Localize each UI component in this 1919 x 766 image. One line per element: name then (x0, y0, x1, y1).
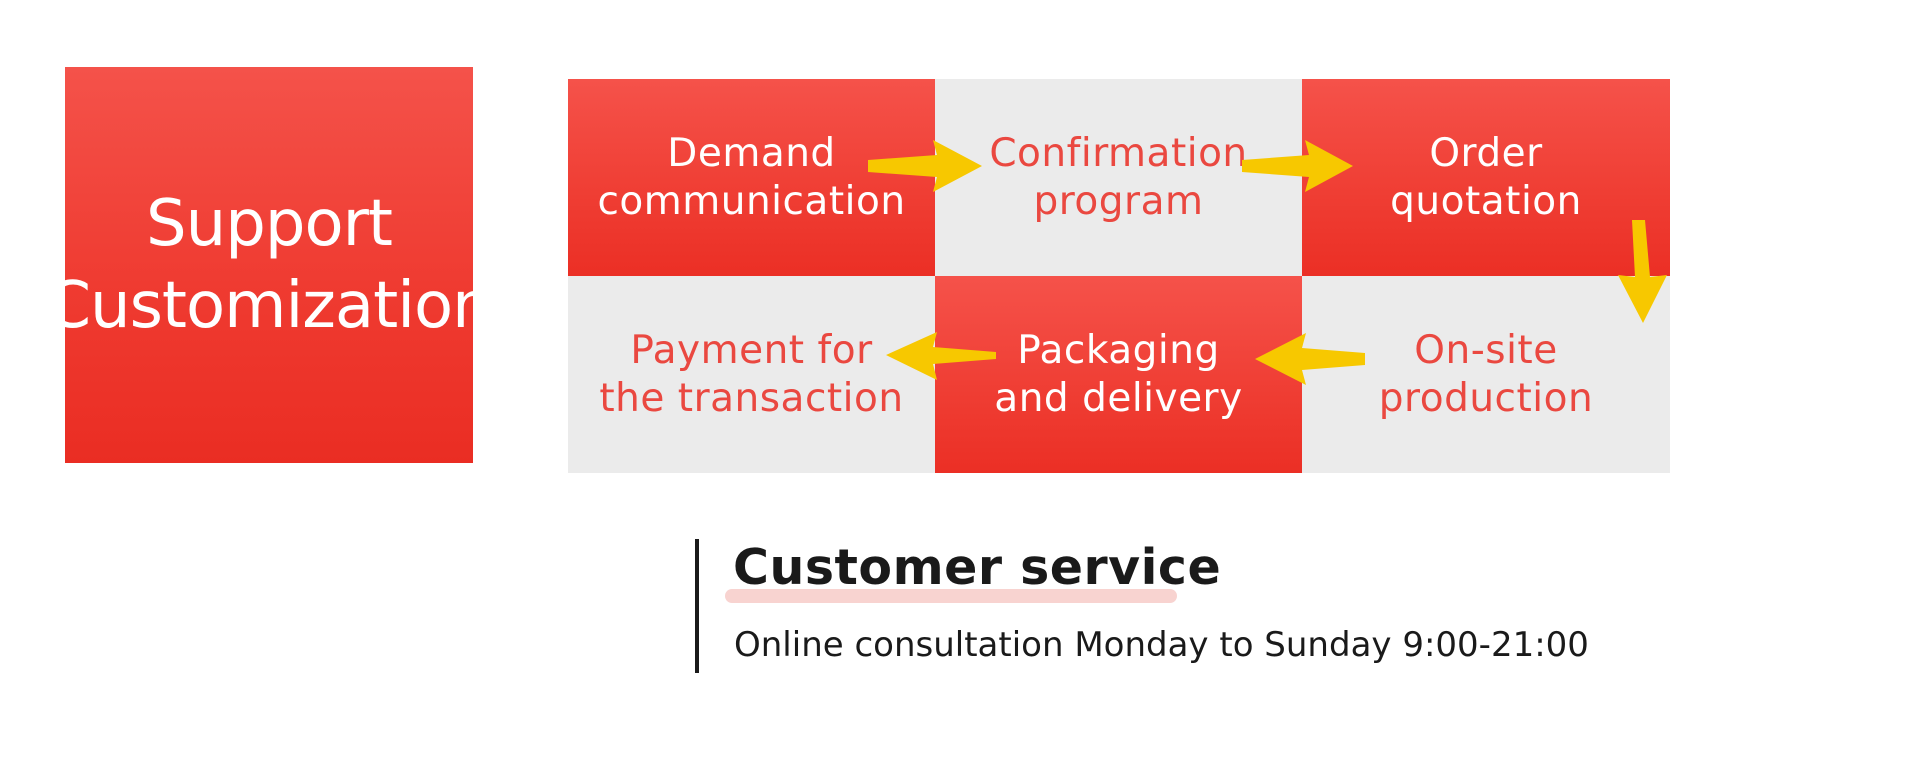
customer-service-section: Customer service Online consultation Mon… (695, 539, 1599, 673)
support-title-line2: Customization (46, 269, 492, 343)
step-payment-for-transaction: Payment for the transaction (568, 276, 935, 473)
title-highlight (725, 589, 1177, 603)
step-packaging-and-delivery: Packaging and delivery (935, 276, 1302, 473)
customer-service-title: Customer service (733, 539, 1222, 596)
step-label-line2: and delivery (994, 375, 1243, 421)
step-order-quotation: Order quotation (1302, 79, 1670, 276)
step-label-line1: Packaging (1017, 327, 1220, 373)
step-label-line2: quotation (1390, 178, 1582, 224)
step-label-line2: program (1033, 178, 1204, 224)
step-label-line1: Demand (667, 130, 836, 176)
step-demand-communication: Demand communication (568, 79, 935, 276)
step-confirmation-program: Confirmation program (935, 79, 1302, 276)
support-title-line1: Support (146, 187, 393, 261)
process-flow-grid: Demand communication Confirmation progra… (568, 79, 1670, 473)
step-label-line2: production (1378, 375, 1594, 421)
step-label-line1: On-site (1414, 327, 1558, 373)
support-customization-block: Support Customization (46, 67, 493, 463)
step-label-line1: Confirmation (989, 130, 1248, 176)
step-label-line2: the transaction (599, 375, 904, 421)
step-label-line1: Order (1429, 130, 1543, 176)
step-on-site-production: On-site production (1302, 276, 1670, 473)
step-label-line1: Payment for (630, 327, 873, 373)
step-label-line2: communication (597, 178, 906, 224)
customer-service-hours: Online consultation Monday to Sunday 9:0… (734, 625, 1589, 665)
